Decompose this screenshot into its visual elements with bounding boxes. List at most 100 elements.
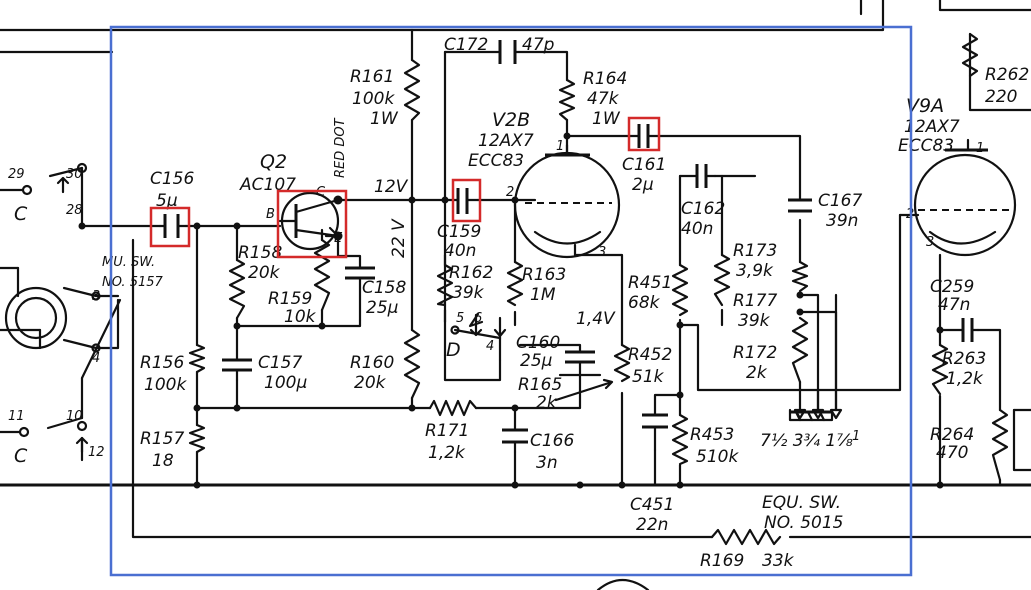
r453-symbol bbox=[671, 413, 689, 466]
label-c166-value: 3n bbox=[536, 453, 558, 473]
label-c161-value: 2µ bbox=[632, 175, 654, 195]
r172-symbol bbox=[791, 316, 809, 384]
label-v2b-pin-1: 1 bbox=[556, 139, 564, 154]
label-r158: R158 bbox=[238, 243, 282, 263]
label-12v: 12V bbox=[374, 177, 409, 197]
label-r453: R453 bbox=[690, 425, 734, 445]
r156-symbol bbox=[188, 343, 206, 374]
label-r169-value: 33k bbox=[762, 551, 795, 571]
wiring bbox=[0, 0, 1031, 539]
label-switch-6: 6 bbox=[474, 311, 482, 326]
c167-symbol bbox=[788, 198, 812, 213]
label-r164-watt: 1W bbox=[592, 109, 621, 129]
label-c157-value: 100µ bbox=[264, 373, 307, 393]
label-c167-value: 39n bbox=[826, 211, 858, 231]
label-r262: R262 bbox=[985, 65, 1029, 85]
r161-symbol bbox=[403, 58, 421, 122]
label-v2b: V2B bbox=[492, 109, 530, 131]
r157-symbol bbox=[188, 423, 206, 454]
label-switch-29: 29 bbox=[8, 167, 25, 182]
r177-symbol bbox=[791, 260, 809, 293]
label-c157: C157 bbox=[258, 353, 303, 373]
label-v2b-pin-2: 2 bbox=[506, 185, 514, 200]
label-c451-value: 22n bbox=[636, 515, 668, 535]
label-r172: R172 bbox=[733, 343, 777, 363]
label-r161-value: 100k bbox=[352, 89, 395, 109]
label-c158: C158 bbox=[362, 278, 407, 298]
highlight-c159 bbox=[451, 178, 482, 223]
label-r156-value: 100k bbox=[144, 375, 187, 395]
label-v2b-pin-3: 3 bbox=[598, 245, 606, 260]
label-c161: C161 bbox=[622, 155, 666, 175]
label-q2: Q2 bbox=[260, 151, 287, 173]
label-r453-value: 510k bbox=[696, 447, 739, 467]
label-r177-value: 39k bbox=[738, 311, 771, 331]
r452-symbol bbox=[613, 343, 631, 383]
label-v9a-pin-1: 1 bbox=[976, 141, 984, 156]
label-r161-watt: 1W bbox=[370, 109, 399, 129]
label-c156-value: 5µ bbox=[156, 191, 178, 211]
label-c158-value: 25µ bbox=[366, 298, 399, 318]
label-r165: R165 bbox=[518, 375, 562, 395]
label-r262-value: 220 bbox=[985, 87, 1017, 107]
label-c160: C160 bbox=[516, 333, 560, 353]
label-r163-value: 1M bbox=[530, 285, 556, 305]
label-c159-value: 40n bbox=[444, 241, 476, 261]
label-switch-c-bottom: C bbox=[14, 445, 28, 467]
label-c160-value: 25µ bbox=[520, 351, 553, 371]
label-r177: R177 bbox=[733, 291, 777, 311]
label-equ-sw: EQU. SW. bbox=[762, 493, 841, 513]
label-switch-30: 30 bbox=[66, 167, 83, 182]
label-switch-c-top: C bbox=[14, 203, 28, 225]
r171-symbol bbox=[428, 399, 478, 417]
label-c162-value: 40n bbox=[681, 219, 713, 239]
annotation-boxes bbox=[109, 25, 913, 577]
label-tape-speeds: 7½ 3¾ 1⅞ bbox=[760, 431, 853, 451]
r262-symbol bbox=[961, 32, 979, 78]
label-r263: R263 bbox=[942, 349, 986, 369]
label-c159: C159 bbox=[437, 222, 481, 242]
label-v2b-type: 12AX7 bbox=[478, 131, 534, 151]
junction-dots bbox=[78, 132, 944, 489]
label-c172: C172 bbox=[444, 35, 488, 55]
r263-symbol bbox=[931, 343, 949, 396]
r451-symbol bbox=[671, 263, 689, 317]
label-r158-value: 20k bbox=[248, 263, 281, 283]
r173-symbol bbox=[713, 253, 731, 307]
label-pin-b: B bbox=[266, 207, 275, 222]
label-equ-sw-no: NO. 5015 bbox=[764, 513, 843, 533]
label-switch-10: 10 bbox=[66, 409, 83, 424]
label-r159: R159 bbox=[268, 289, 312, 309]
label-r173: R173 bbox=[733, 241, 777, 261]
label-r159-value: 10k bbox=[284, 307, 317, 327]
c160-symbol bbox=[565, 350, 595, 364]
r160-symbol bbox=[403, 328, 421, 400]
labels: C172 47p R164 47k 1W R161 100k 1W R262 2… bbox=[8, 35, 1029, 571]
r162-symbol bbox=[436, 263, 454, 307]
label-r164-value: 47k bbox=[587, 89, 620, 109]
switch-contacts bbox=[18, 162, 843, 454]
c172-symbol bbox=[498, 40, 517, 64]
highlight-c161 bbox=[627, 116, 661, 152]
label-r163: R163 bbox=[522, 265, 566, 285]
label-pin-e: E bbox=[334, 231, 343, 246]
label-r165-value: 2k bbox=[536, 393, 558, 413]
c157-symbol bbox=[222, 358, 252, 372]
valve-v9a bbox=[913, 138, 1017, 257]
resistors bbox=[188, 32, 1009, 546]
label-v9a-type: 12AX7 bbox=[904, 117, 960, 137]
label-mu-sw-no: NO. 5157 bbox=[102, 275, 164, 290]
label-switch-5: 5 bbox=[456, 311, 464, 326]
c158-symbol bbox=[345, 266, 375, 280]
c156-symbol bbox=[163, 214, 180, 238]
label-c259-value: 47n bbox=[938, 295, 970, 315]
label-r161: R161 bbox=[350, 67, 394, 87]
highlight-q2 bbox=[276, 189, 348, 259]
c166-symbol bbox=[502, 428, 528, 444]
label-mu-sw: MU. SW. bbox=[102, 255, 155, 270]
label-r263-value: 1,2k bbox=[946, 369, 984, 389]
c451-symbol bbox=[642, 413, 668, 429]
label-c166: C166 bbox=[530, 431, 575, 451]
label-r173-value: 3,9k bbox=[736, 261, 774, 281]
